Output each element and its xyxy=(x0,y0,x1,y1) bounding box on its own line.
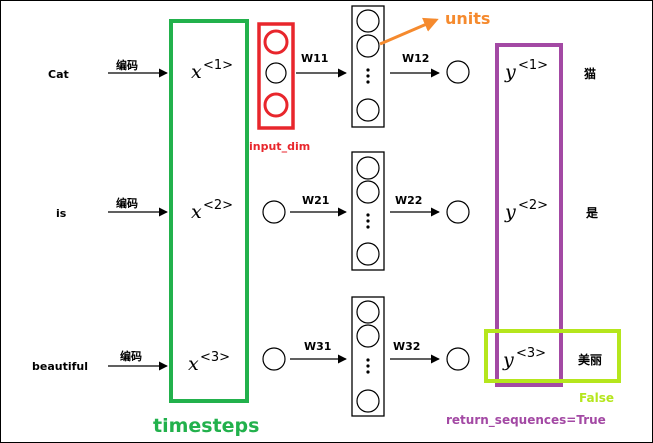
unit-dot xyxy=(366,68,370,72)
unit-dot xyxy=(366,74,370,78)
output-word-2: 是 xyxy=(585,206,599,220)
unit-dot xyxy=(366,364,370,368)
units-box-3 xyxy=(351,296,385,417)
unit-circle xyxy=(356,180,380,204)
unit-dot xyxy=(366,225,370,229)
unit-dot xyxy=(366,80,370,84)
input-node-2 xyxy=(262,200,286,224)
input-word-is: is xyxy=(56,207,67,220)
return-sequences-box xyxy=(495,43,563,387)
false-box xyxy=(484,329,621,383)
unit-circle xyxy=(356,9,380,33)
y2-symbol: y xyxy=(504,201,516,223)
units-arrow xyxy=(379,17,439,46)
unit-circle xyxy=(356,34,380,58)
x2-symbol: x xyxy=(191,201,202,223)
units-label: units xyxy=(445,9,490,28)
x3-symbol: x xyxy=(188,353,199,375)
false-label: False xyxy=(579,391,614,405)
units-box-2 xyxy=(351,151,385,271)
y3-superscript: <3> xyxy=(516,346,546,361)
encode-label-1: 编码 xyxy=(116,58,138,72)
y1-symbol: y xyxy=(504,61,516,83)
input-node-3 xyxy=(262,347,286,371)
unit-dot xyxy=(366,358,370,362)
output-node-2 xyxy=(446,200,470,224)
unit-circle xyxy=(356,98,380,122)
input-dim-circle-1 xyxy=(263,29,289,55)
input-dim-circle-3 xyxy=(263,92,289,118)
unit-dot xyxy=(366,213,370,217)
x2-superscript: <2> xyxy=(203,198,233,213)
timesteps-label: timesteps xyxy=(153,415,259,437)
input-dim-box xyxy=(257,22,295,130)
x1-symbol: x xyxy=(191,61,202,83)
x3-superscript: <3> xyxy=(200,350,230,365)
y3-symbol: y xyxy=(502,349,514,371)
unit-circle xyxy=(356,156,380,180)
encode-label-3: 编码 xyxy=(120,349,142,363)
y2-superscript: <2> xyxy=(518,198,548,213)
x1-superscript: <1> xyxy=(203,58,233,73)
unit-circle xyxy=(356,300,380,324)
unit-circle xyxy=(356,242,380,266)
encode-label-2: 编码 xyxy=(116,196,138,210)
w12-label: W12 xyxy=(402,52,429,65)
w31-label: W31 xyxy=(304,340,331,353)
w21-label: W21 xyxy=(302,194,329,207)
timesteps-box xyxy=(169,19,249,403)
unit-circle xyxy=(356,324,380,348)
output-node-3 xyxy=(446,347,470,371)
return-sequences-label: return_sequences=True xyxy=(446,413,606,428)
input-word-cat: Cat xyxy=(48,68,69,81)
unit-dot xyxy=(366,219,370,223)
y1-superscript: <1> xyxy=(518,58,548,73)
unit-dot xyxy=(366,370,370,374)
units-box-1 xyxy=(351,5,385,128)
unit-circle xyxy=(356,389,380,413)
input-word-beautiful: beautiful xyxy=(32,360,88,373)
input-dim-circle-2 xyxy=(265,62,287,84)
w22-label: W22 xyxy=(395,194,422,207)
input-dim-label: input_dim xyxy=(249,140,310,153)
output-word-1: 猫 xyxy=(584,66,596,81)
w11-label: W11 xyxy=(301,52,328,65)
w32-label: W32 xyxy=(393,340,420,353)
output-word-3: 美丽 xyxy=(578,352,602,367)
output-node-1 xyxy=(446,60,470,84)
